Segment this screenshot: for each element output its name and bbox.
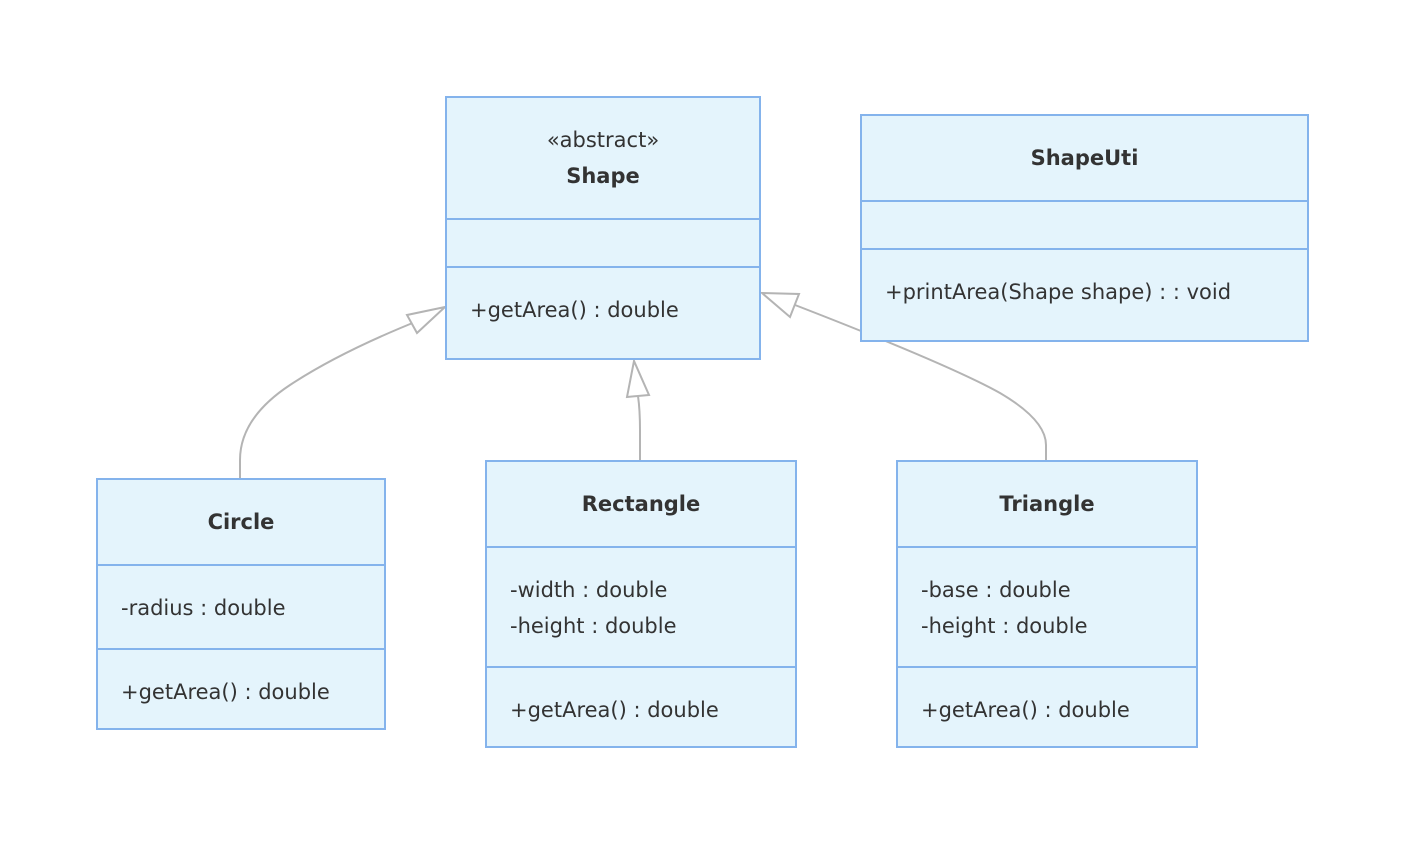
class-rectangle-name: Rectangle	[581, 492, 701, 516]
edge-rectangle-to-shape	[637, 395, 641, 460]
class-triangle-method: +getArea() : double	[921, 698, 1130, 722]
class-triangle-attributes: -base : double -height : double	[898, 546, 1196, 666]
class-rectangle-attributes: -width : double -height : double	[487, 546, 795, 666]
class-shape-attributes	[447, 218, 759, 266]
class-triangle-header: Triangle	[898, 462, 1196, 546]
class-triangle-name: Triangle	[999, 492, 1095, 516]
class-triangle-attribute: -height : double	[921, 614, 1088, 638]
class-triangle-attribute: -base : double	[921, 578, 1071, 602]
class-shapeutil-attributes	[862, 200, 1307, 248]
class-circle[interactable]: Circle -radius : double +getArea() : dou…	[96, 478, 386, 730]
class-shape-method: +getArea() : double	[470, 298, 679, 322]
class-shape-header: «abstract» Shape	[447, 98, 759, 218]
class-shapeutil-method: +printArea(Shape shape) : : void	[885, 280, 1232, 304]
class-circle-attributes: -radius : double	[98, 564, 384, 648]
class-circle-method: +getArea() : double	[121, 680, 330, 704]
class-shape[interactable]: «abstract» Shape +getArea() : double	[445, 96, 761, 360]
class-rectangle-attribute: -width : double	[510, 578, 668, 602]
class-shapeutil-methods: +printArea(Shape shape) : : void	[862, 248, 1307, 340]
class-rectangle[interactable]: Rectangle -width : double -height : doub…	[485, 460, 797, 748]
inheritance-arrowhead-circle	[405, 305, 449, 335]
class-shape-stereotype: «abstract»	[546, 128, 660, 152]
inheritance-arrowhead-triangle	[759, 291, 801, 319]
class-rectangle-attribute: -height : double	[510, 614, 677, 638]
class-shapeutil-name: ShapeUti	[1030, 146, 1139, 170]
class-circle-name: Circle	[207, 510, 275, 534]
inheritance-arrowhead-rectangle	[625, 357, 651, 399]
class-triangle[interactable]: Triangle -base : double -height : double…	[896, 460, 1198, 748]
class-circle-methods: +getArea() : double	[98, 648, 384, 728]
class-circle-header: Circle	[98, 480, 384, 564]
edge-circle-to-shape	[239, 319, 421, 478]
class-rectangle-method: +getArea() : double	[510, 698, 719, 722]
class-shapeutil-header: ShapeUti	[862, 116, 1307, 200]
class-shapeutil[interactable]: ShapeUti +printArea(Shape shape) : : voi…	[860, 114, 1309, 342]
class-shape-name: Shape	[566, 164, 640, 188]
class-triangle-methods: +getArea() : double	[898, 666, 1196, 746]
class-rectangle-methods: +getArea() : double	[487, 666, 795, 746]
class-shape-methods: +getArea() : double	[447, 266, 759, 358]
class-circle-attribute: -radius : double	[121, 596, 286, 620]
class-rectangle-header: Rectangle	[487, 462, 795, 546]
